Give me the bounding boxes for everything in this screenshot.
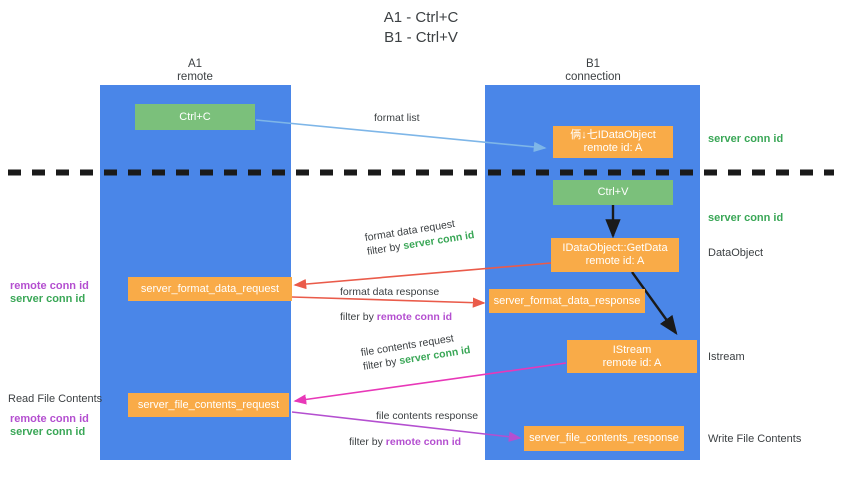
lane-a1-name: A1 [187,58,203,70]
lane-a1-sub: remote [177,71,213,83]
edge-label-file-contents-request: file contents request filter by server c… [360,329,472,374]
annotation-istream: Istream [708,351,745,363]
edge-label-format-list-text: format list [374,112,420,124]
node-ctrl-v[interactable]: Ctrl+V [553,180,673,205]
title-line-2: B1 - Ctrl+V [384,29,458,46]
node-server-file-contents-request-label: server_file_contents_request [137,398,280,411]
annotation-write-file-contents: Write File Contents [708,433,802,445]
edge-format-data-response-filter-prefix: filter by [340,311,377,323]
edge-label-format-list: format list [374,111,420,125]
edge-file-contents-response-filter: filter by remote conn id [349,435,478,449]
node-server-format-data-response[interactable]: server_format_data_response [489,289,645,313]
annotation-server-conn-id-1: server conn id [10,293,86,305]
lane-b1-name: B1 [585,58,601,70]
edge-format-data-response-filter: filter by remote conn id [340,310,452,324]
annotation-server-conn-id-top: server conn id [708,133,784,145]
annotation-remote-conn-id-2: remote conn id [10,413,89,425]
edge-label-format-data-response: format data response filter by remote co… [340,285,452,324]
edge-label-file-contents-response: file contents response filter by remote … [349,409,479,449]
node-server-format-data-request-label: server_format_data_request [140,282,280,295]
node-getdata-line2: remote id: A [585,255,645,267]
node-istream-line1: IStream [612,343,652,356]
node-server-file-contents-response[interactable]: server_file_contents_response [524,426,684,451]
node-idataobject[interactable]: 俩↓七IDataObject remote id: A [553,126,673,158]
page-title: A1 - Ctrl+C B1 - Ctrl+V [0,8,842,48]
lane-b1-sub: connection [565,71,621,83]
edge-label-format-data-request: format data request filter by server con… [364,214,476,259]
node-server-format-data-request[interactable]: server_format_data_request [128,277,292,301]
title-line-1: A1 - Ctrl+C [383,9,459,26]
node-idataobject-line2: remote id: A [583,142,643,154]
edge-file-contents-response-filter-value: remote conn id [385,436,462,448]
annotation-server-conn-id-2: server conn id [10,426,86,438]
annotation-remote-conn-id-1: remote conn id [10,280,89,292]
edge-file-contents-response-filter-prefix: filter by [349,436,386,448]
node-server-file-contents-request[interactable]: server_file_contents_request [128,393,289,417]
annotation-dataobject: DataObject [708,247,764,259]
edge-format-data-response-action: format data response [340,286,440,298]
node-idataobject-line1: 俩↓七IDataObject [570,129,656,141]
annotation-read-file-contents: Read File Contents [8,393,103,405]
node-istream[interactable]: IStream remote id: A [567,340,697,373]
lane-header-b1: B1 connection [528,58,658,84]
edge-file-contents-response-action: file contents response [376,410,479,422]
node-server-format-data-response-label: server_format_data_response [493,294,641,307]
node-ctrl-v-label: Ctrl+V [597,186,629,198]
node-ctrl-c[interactable]: Ctrl+C [135,104,255,130]
lane-header-a1: A1 remote [130,58,260,84]
node-idataobject-getdata[interactable]: IDataObject::GetData remote id: A [551,238,679,272]
node-ctrl-c-label: Ctrl+C [179,110,211,123]
node-server-file-contents-response-label: server_file_contents_response [529,432,679,444]
edge-format-data-response-filter-value: remote conn id [376,311,453,323]
node-istream-line2: remote id: A [602,356,662,369]
annotation-server-conn-id-mid: server conn id [708,212,784,224]
node-getdata-line1: IDataObject::GetData [562,242,668,254]
